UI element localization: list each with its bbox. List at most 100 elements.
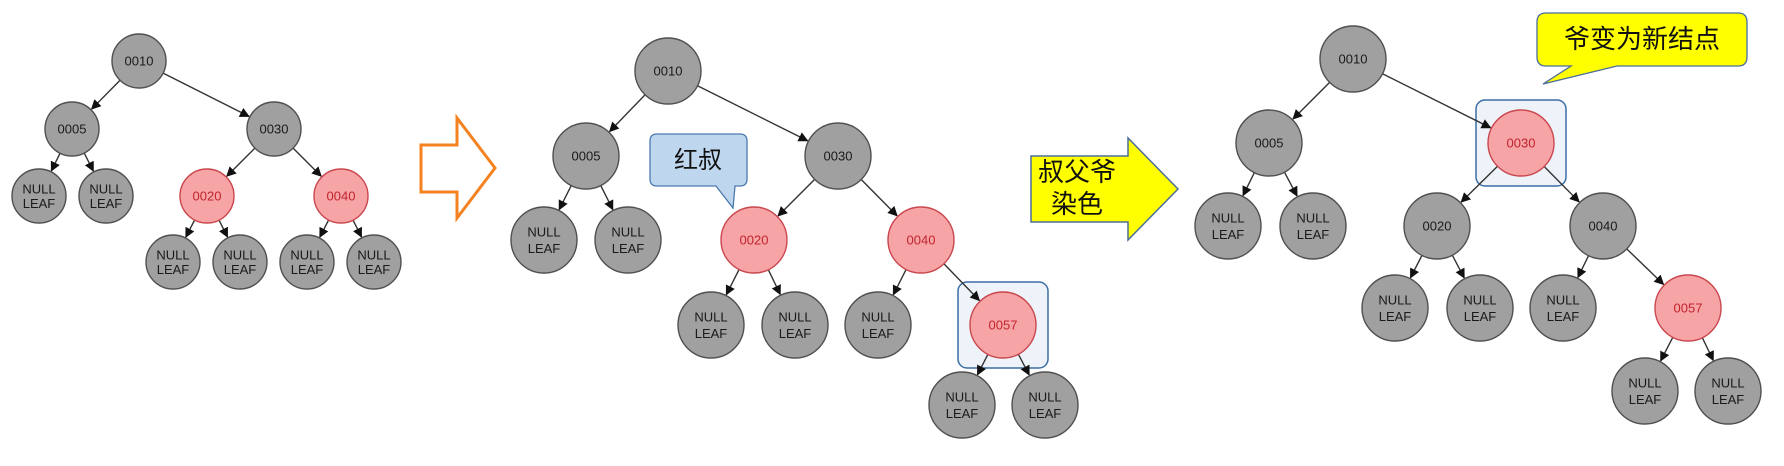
black-node-circle <box>761 291 829 359</box>
null-leaf-label: LEAF <box>1297 227 1330 242</box>
null-leaf-label: NULL <box>1211 210 1244 225</box>
null-leaf-label: NULL <box>89 182 122 197</box>
edge-0005-to-nil-b2 <box>600 185 614 211</box>
node-key-label: 0057 <box>989 318 1018 333</box>
node-key-label: 0020 <box>740 233 769 248</box>
black-node-circle <box>1361 274 1429 342</box>
edge-0030-to-0040 <box>292 147 322 177</box>
edge-0020-to-nil-c4 <box>1451 254 1465 279</box>
black-node-circle <box>111 33 167 89</box>
black-node-circle <box>677 291 745 359</box>
callout-red-uncle: 红叔 <box>649 133 748 210</box>
edge-0020-to-nil-c3 <box>1409 255 1423 279</box>
node-key-label: 0040 <box>1589 219 1618 234</box>
null-leaf-label: LEAF <box>862 326 895 341</box>
edge-0010-to-0030 <box>162 72 250 118</box>
black-node-circle <box>1446 274 1514 342</box>
node-key-label: 0030 <box>1507 136 1536 151</box>
null-leaf-label: LEAF <box>779 326 812 341</box>
edge-0010-to-0030 <box>697 85 809 142</box>
null-leaf-label: LEAF <box>1379 309 1412 324</box>
edge-0005-to-nil-c2 <box>1283 171 1298 197</box>
null-leaf-label: NULL <box>1711 375 1744 390</box>
black-node-circle <box>1694 357 1762 425</box>
null-leaf-label: LEAF <box>90 196 123 211</box>
null-leaf-label: LEAF <box>1712 392 1745 407</box>
edge-0030-to-0040 <box>1543 165 1580 203</box>
tree-node-0030: 0030 <box>246 101 302 157</box>
node-key-label: 0020 <box>1423 219 1452 234</box>
node-key-label: 0005 <box>1255 136 1284 151</box>
null-leaf-label: NULL <box>945 389 978 404</box>
edge-0010-to-0030 <box>1382 73 1492 129</box>
tree-node-0010: 0010 <box>1319 25 1387 93</box>
null-leaf-node: NULL LEAF <box>844 291 912 359</box>
red-node-circle <box>887 206 955 274</box>
null-leaf-label: NULL <box>1628 375 1661 390</box>
edge-0040-to-nil-c5 <box>1577 255 1590 279</box>
null-leaf-label: NULL <box>694 309 727 324</box>
black-node-circle <box>1403 192 1471 260</box>
tree-node-0040: 0040 <box>887 206 955 274</box>
node-key-label: 0020 <box>193 189 222 204</box>
black-node-circle <box>1529 274 1597 342</box>
null-leaf-label: LEAF <box>224 262 257 277</box>
null-leaf-label: NULL <box>1463 292 1496 307</box>
null-leaf-label: NULL <box>1296 210 1329 225</box>
node-key-label: 0040 <box>327 189 356 204</box>
null-leaf-label: LEAF <box>1212 227 1245 242</box>
null-leaf-label: NULL <box>1546 292 1579 307</box>
edge-0057-to-nil-c6 <box>1660 336 1674 362</box>
callout-red-uncle-text: 红叔 <box>674 146 722 174</box>
black-node-circle <box>1235 109 1303 177</box>
tree-node-0030: 0030 <box>1487 109 1555 177</box>
speech-bubble-shape <box>1536 12 1748 85</box>
black-node-circle <box>1279 192 1347 260</box>
null-leaf-label: LEAF <box>695 326 728 341</box>
node-key-label: 0010 <box>125 54 154 69</box>
tree-node-0005: 0005 <box>552 122 620 190</box>
tree-node-0057: 0057 <box>1654 274 1722 342</box>
edge-0030-to-0040 <box>860 178 898 217</box>
tree-node-0005: 0005 <box>44 101 100 157</box>
edge-0040-to-nil-b5 <box>892 269 907 296</box>
edge-0010-to-0005 <box>1292 81 1331 120</box>
black-node-circle <box>279 234 335 290</box>
black-node-circle <box>78 168 134 224</box>
tree-node-0020: 0020 <box>720 206 788 274</box>
edge-0020-to-nil-b3 <box>725 269 740 296</box>
edge-0040-to-nil-a5 <box>319 219 330 238</box>
red-node-circle <box>1654 274 1722 342</box>
black-node-circle <box>634 37 702 105</box>
tree-node-0020: 0020 <box>1403 192 1471 260</box>
red-node-circle <box>969 291 1037 359</box>
null-leaf-label: NULL <box>861 309 894 324</box>
callout-grandparent-new-node-text: 爷变为新结点 <box>1564 25 1720 55</box>
edge-0030-to-0020 <box>1460 165 1499 203</box>
black-node-circle <box>11 168 67 224</box>
step-arrow-1 <box>419 113 497 223</box>
red-node-circle <box>720 206 788 274</box>
step-arrow-2-label-line-1: 叔父爷 <box>1038 158 1116 188</box>
tree-node-0010: 0010 <box>634 37 702 105</box>
tree-node-0040: 0040 <box>1569 192 1637 260</box>
step-arrow-2: 叔父爷 染色 <box>1030 136 1180 242</box>
red-node-circle <box>179 168 235 224</box>
edge-0057-to-nil-b7 <box>1017 353 1030 376</box>
null-leaf-label: LEAF <box>291 262 324 277</box>
node-key-label: 0030 <box>260 122 289 137</box>
black-node-circle <box>594 206 662 274</box>
